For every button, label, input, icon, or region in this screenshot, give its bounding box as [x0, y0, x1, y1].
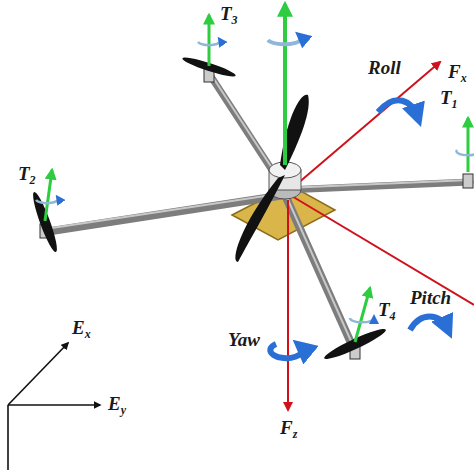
yaw-label: Yaw — [228, 330, 260, 349]
force-axis-label: Fz — [280, 418, 297, 440]
force-axis-label: Fx — [448, 62, 467, 84]
thrust-label: T1 — [440, 88, 458, 110]
pitch-label: Pitch — [410, 288, 451, 307]
earth-axis-label: Ey — [108, 394, 126, 416]
thrust-label: T2 — [18, 164, 36, 186]
earth-axis-label: Ex — [72, 318, 91, 340]
thrust-label: T3 — [220, 4, 238, 26]
thrust-label: T4 — [378, 300, 396, 322]
roll-label: Roll — [368, 58, 401, 77]
